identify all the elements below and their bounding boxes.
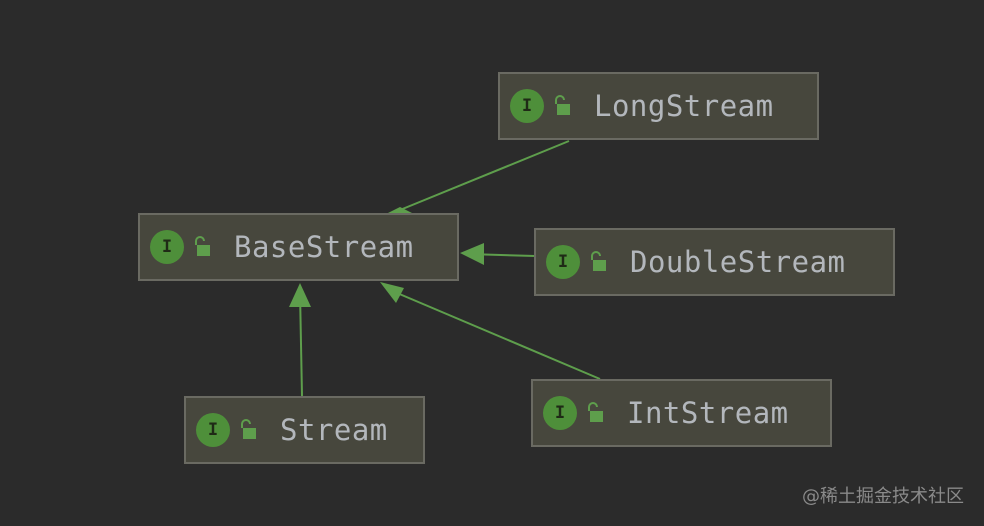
node-stream[interactable]: I Stream	[184, 396, 425, 464]
node-basestream[interactable]: I BaseStream	[138, 213, 459, 281]
edge-intstream-basestream	[389, 289, 601, 380]
arrowhead-stream	[289, 283, 311, 307]
open-lock-icon	[195, 236, 210, 256]
interface-icon: I	[196, 413, 230, 447]
node-longstream[interactable]: I LongStream	[498, 72, 819, 140]
open-lock-icon	[555, 95, 570, 115]
interface-icon: I	[150, 230, 184, 264]
edge-longstream-basestream	[399, 140, 570, 211]
interface-icon: I	[543, 396, 577, 430]
node-doublestream[interactable]: I DoubleStream	[534, 228, 895, 296]
watermark: @稀土掘金技术社区	[802, 486, 964, 507]
open-lock-icon	[241, 419, 256, 439]
edge-stream-basestream	[299, 291, 303, 397]
arrowhead-doublestream	[460, 243, 484, 265]
node-intstream[interactable]: I IntStream	[531, 379, 832, 447]
node-label: DoubleStream	[630, 245, 846, 279]
node-label: LongStream	[594, 89, 774, 123]
open-lock-icon	[591, 251, 606, 271]
interface-icon: I	[546, 245, 580, 279]
node-label: BaseStream	[234, 230, 414, 264]
node-label: Stream	[280, 413, 388, 447]
node-label: IntStream	[627, 396, 789, 430]
arrowhead-intstream	[380, 282, 404, 303]
interface-icon: I	[510, 89, 544, 123]
open-lock-icon	[588, 402, 603, 422]
